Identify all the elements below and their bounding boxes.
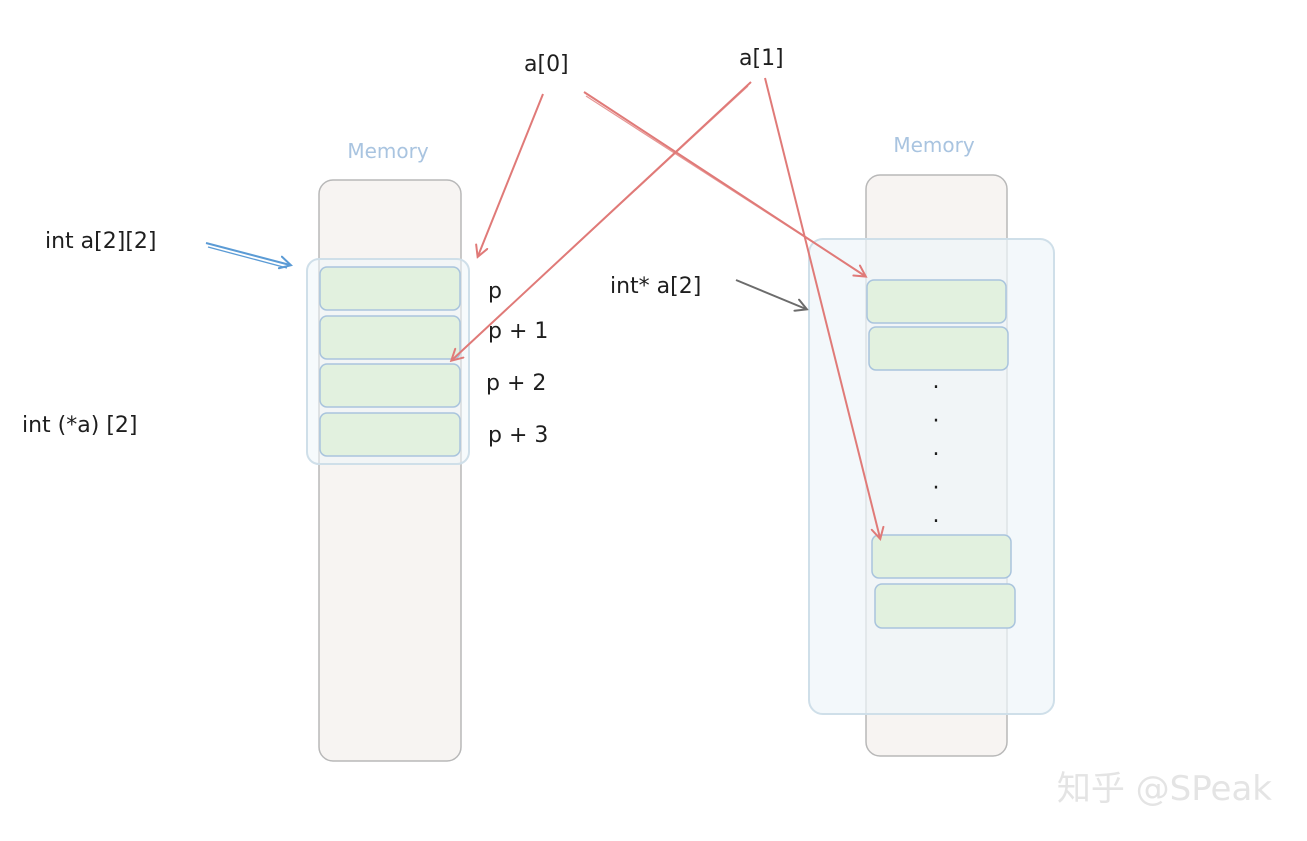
arrow-a1-stroke-2 bbox=[454, 85, 749, 358]
arrow-a1-to-right-cell bbox=[764, 77, 880, 538]
offset-label-p-plus-2: p + 2 bbox=[486, 371, 546, 396]
right-memory-title: Memory bbox=[893, 133, 975, 157]
left-cell-2 bbox=[319, 363, 461, 408]
offset-label-p-plus-3: p + 3 bbox=[488, 423, 548, 448]
ellipsis-dot: . bbox=[933, 403, 940, 428]
offset-label-p-plus-1: p + 1 bbox=[488, 319, 548, 344]
right-cell-3 bbox=[874, 583, 1016, 629]
label-a0: a[0] bbox=[524, 52, 569, 77]
offset-label-p: p bbox=[488, 279, 502, 304]
arrow-arr-of-ptr-to-right-group bbox=[735, 279, 806, 309]
arrow-arr2d-stroke-2 bbox=[207, 246, 288, 269]
left-memory-title: Memory bbox=[347, 139, 429, 163]
arrow-arr2d-to-left-group bbox=[205, 242, 290, 265]
right-memory-ellipsis: ..... bbox=[933, 369, 940, 528]
ellipsis-dot: . bbox=[933, 503, 940, 528]
ellipsis-dot: . bbox=[933, 369, 940, 394]
label-int-a-2-2: int a[2][2] bbox=[45, 229, 156, 254]
arrow-a0-stroke-2 bbox=[585, 95, 863, 275]
label-int-star-a-2: int* a[2] bbox=[610, 274, 701, 299]
left-cell-1 bbox=[319, 315, 461, 360]
ellipsis-dot: . bbox=[933, 470, 940, 495]
right-cell-0 bbox=[866, 279, 1007, 324]
label-a1: a[1] bbox=[739, 46, 784, 71]
label-int-ptr-a-2: int (*a) [2] bbox=[22, 413, 137, 438]
watermark: 知乎 @SPeak bbox=[1057, 769, 1272, 809]
left-cell-0 bbox=[319, 266, 461, 311]
right-cell-2 bbox=[871, 534, 1012, 579]
ellipsis-dot: . bbox=[933, 436, 940, 461]
right-cell-1 bbox=[868, 326, 1009, 371]
arrow-a0-to-p bbox=[478, 93, 544, 256]
left-cell-3 bbox=[319, 412, 461, 457]
